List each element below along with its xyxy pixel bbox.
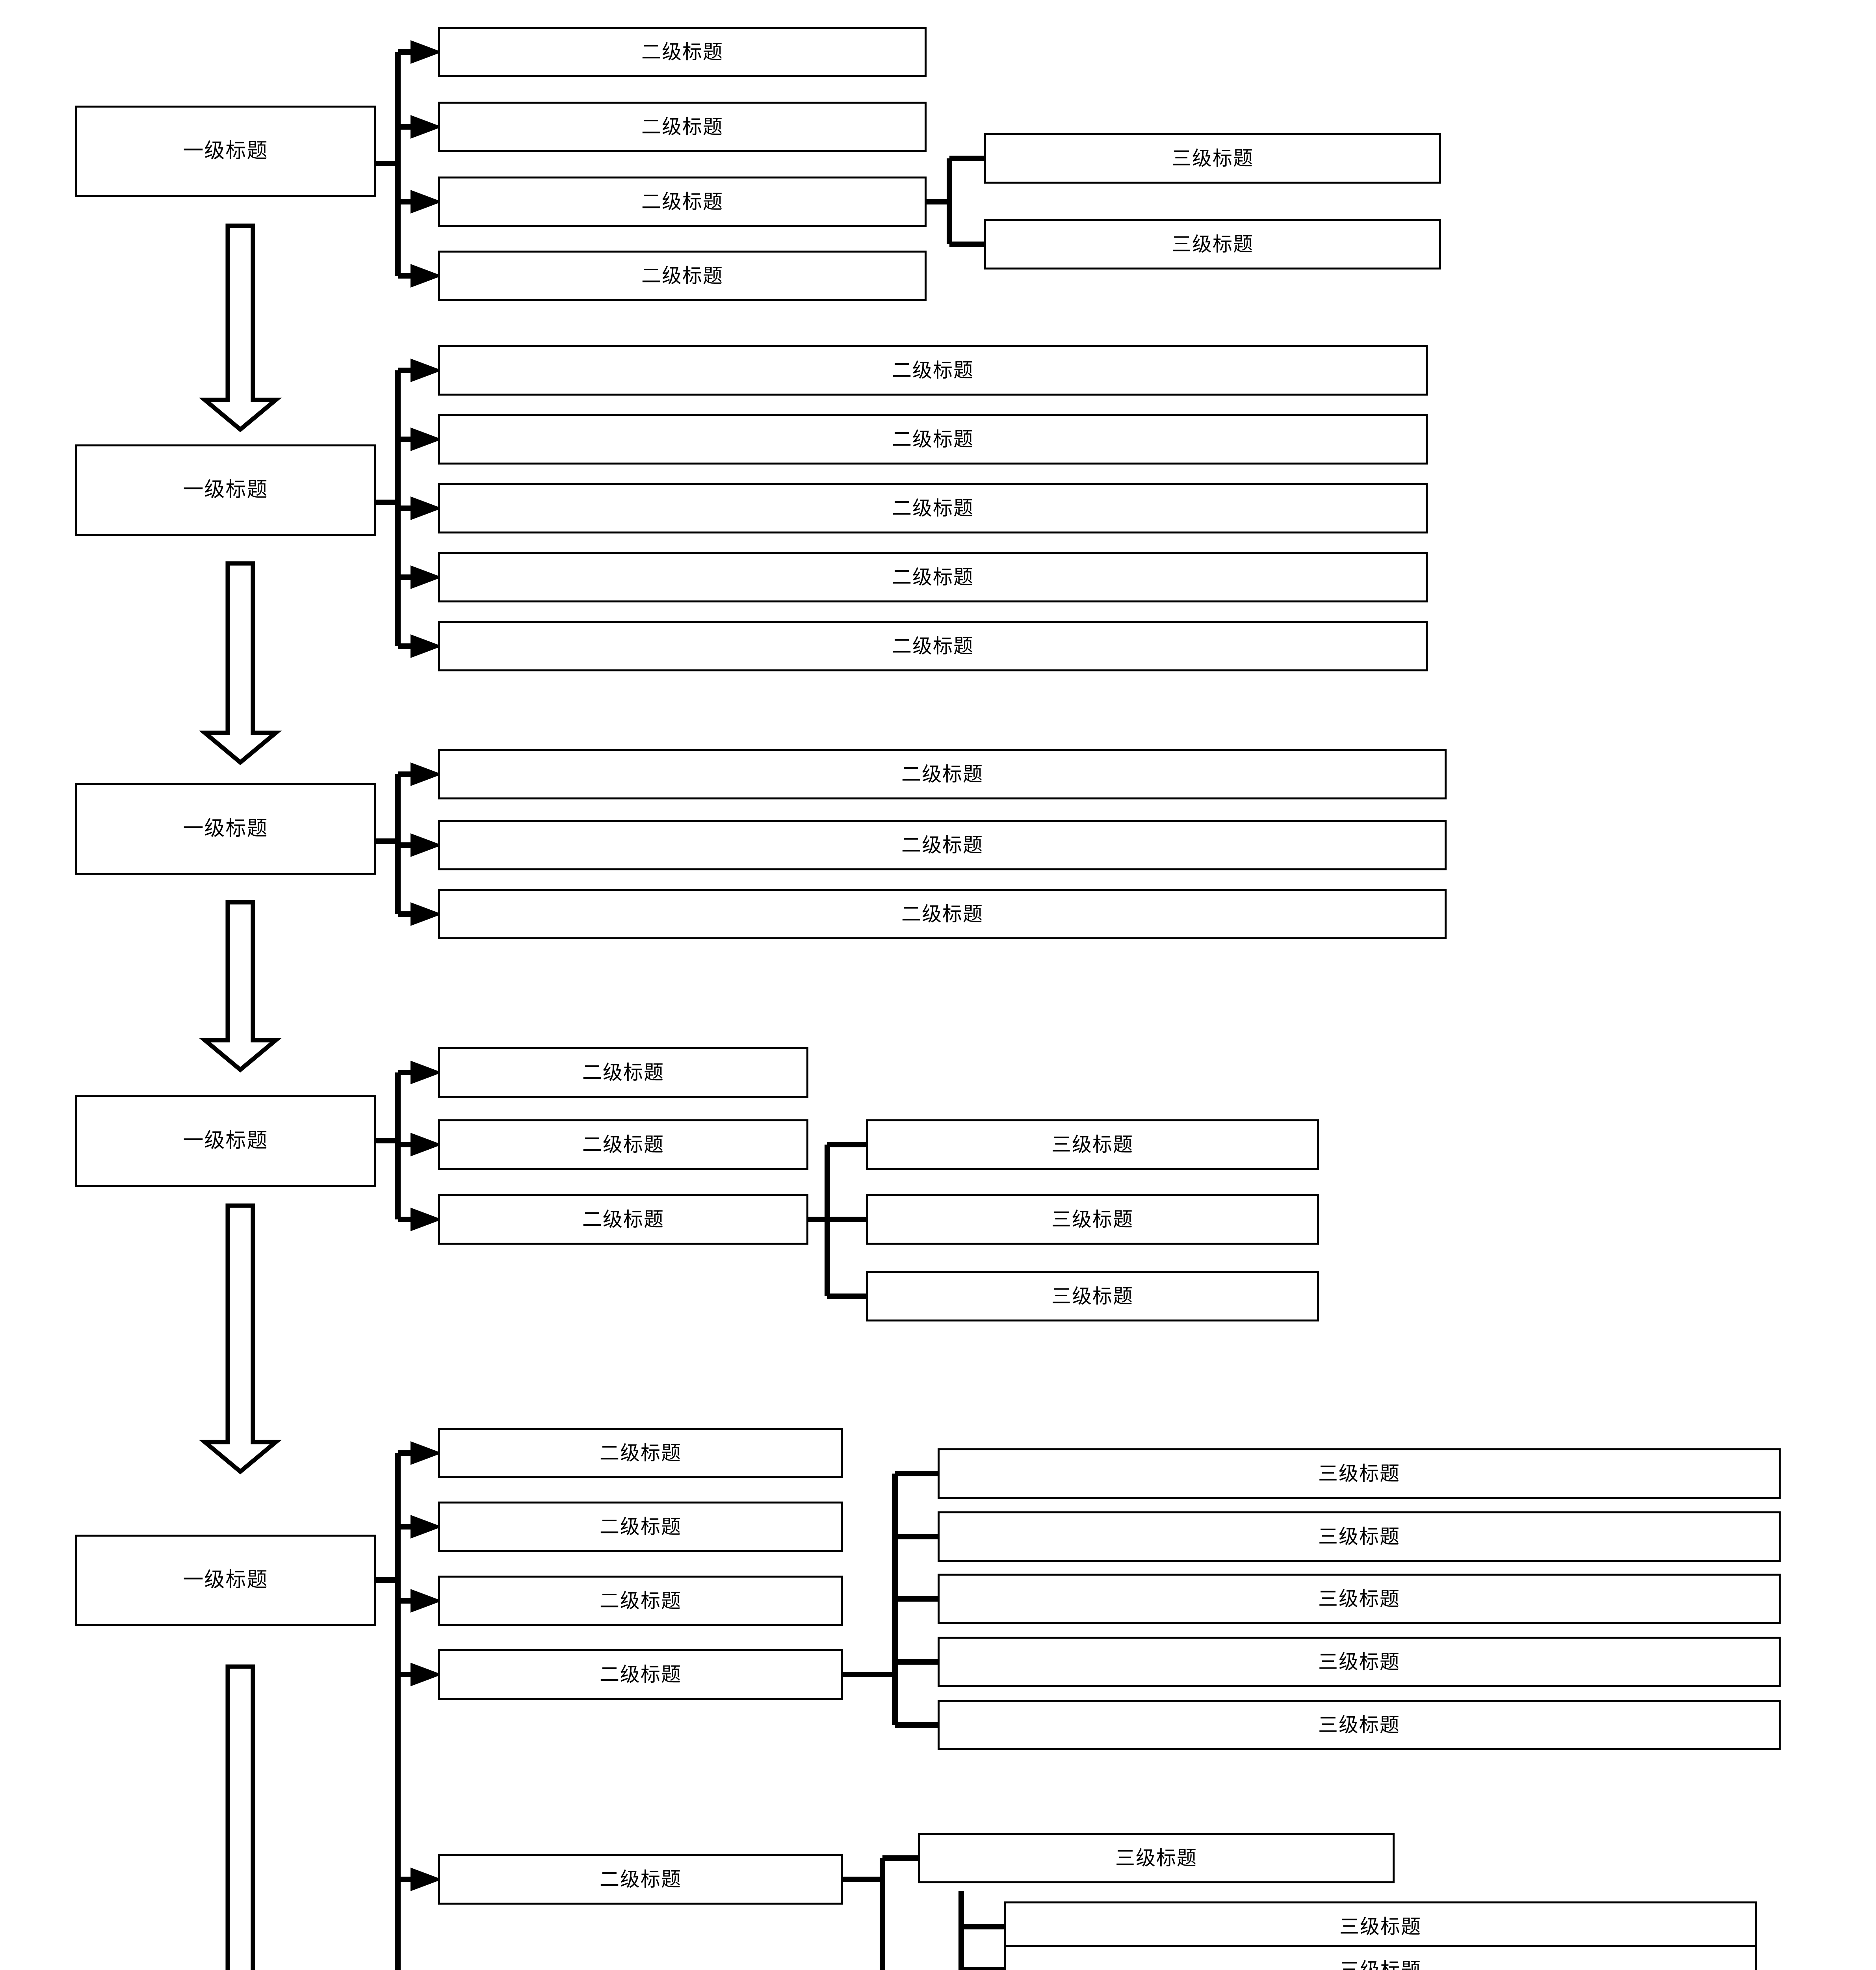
level3-label: 三级标题	[1115, 1846, 1197, 1870]
level2-label: 二级标题	[901, 833, 983, 857]
level2-label: 二级标题	[892, 359, 974, 382]
level3-box-s5b-1[interactable]: 三级标题	[1004, 1901, 1757, 1952]
level2-box-s3-3[interactable]: 二级标题	[438, 889, 1447, 939]
level2-label: 二级标题	[641, 40, 723, 63]
level3-label: 三级标题	[1318, 1462, 1400, 1485]
level2-label: 二级标题	[901, 902, 983, 926]
level1-box-2[interactable]: 一级标题	[75, 444, 376, 536]
level2-label: 二级标题	[641, 264, 723, 287]
level1-box-4[interactable]: 一级标题	[75, 1095, 376, 1187]
level2-box-s1-2[interactable]: 二级标题	[438, 102, 927, 152]
level2-label: 二级标题	[582, 1133, 664, 1156]
flow-arrow-4	[199, 1203, 282, 1475]
level3-label: 三级标题	[1172, 147, 1254, 170]
level3-box-s5a-3[interactable]: 三级标题	[938, 1574, 1781, 1624]
level3-label: 三级标题	[1172, 232, 1254, 256]
arrowheads	[410, 40, 442, 1891]
level1-box-1[interactable]: 一级标题	[75, 106, 376, 197]
level3-box-s4-2[interactable]: 三级标题	[866, 1194, 1319, 1245]
level2-box-s2-3[interactable]: 二级标题	[438, 483, 1428, 533]
level3-box-s5a-1[interactable]: 三级标题	[938, 1448, 1781, 1499]
level3-box-s5a-4[interactable]: 三级标题	[938, 1637, 1781, 1687]
level3-label: 三级标题	[1339, 1915, 1421, 1938]
level2-label: 二级标题	[641, 115, 723, 138]
level2-label: 二级标题	[901, 762, 983, 786]
level3-box-s1-1[interactable]: 三级标题	[984, 133, 1441, 184]
level3-label: 三级标题	[1318, 1650, 1400, 1673]
level2-box-s1-4[interactable]: 二级标题	[438, 251, 927, 301]
level3-box-s5a-2[interactable]: 三级标题	[938, 1511, 1781, 1562]
level1-box-5[interactable]: 一级标题	[75, 1535, 376, 1626]
flow-arrow-2	[199, 561, 282, 766]
level1-box-3[interactable]: 一级标题	[75, 783, 376, 875]
level3-label: 三级标题	[1318, 1713, 1400, 1736]
level3-label: 三级标题	[1051, 1133, 1133, 1156]
level1-label: 一级标题	[183, 1129, 268, 1153]
level2-label: 二级标题	[600, 1663, 682, 1686]
level3-label: 三级标题	[1318, 1525, 1400, 1548]
level3-label: 三级标题	[1051, 1284, 1133, 1308]
level3-box-s5b-parent[interactable]: 三级标题	[918, 1833, 1395, 1883]
level2-box-s1-1[interactable]: 二级标题	[438, 27, 927, 77]
level2-label: 二级标题	[600, 1589, 682, 1612]
level2-box-s4-1[interactable]: 二级标题	[438, 1047, 808, 1098]
level1-label: 一级标题	[183, 139, 268, 163]
level2-box-s5-5[interactable]: 二级标题	[438, 1854, 843, 1905]
level2-box-s5-2[interactable]: 二级标题	[438, 1502, 843, 1552]
level3-box-s5b-2[interactable]: 三级标题	[1004, 1945, 1757, 1970]
level2-label: 二级标题	[892, 427, 974, 451]
level2-box-s2-4[interactable]: 二级标题	[438, 552, 1428, 602]
level2-box-s1-3[interactable]: 二级标题	[438, 177, 927, 227]
level1-label: 一级标题	[183, 478, 268, 502]
flow-arrow-1	[199, 223, 282, 433]
level2-label: 二级标题	[892, 496, 974, 520]
level2-label: 二级标题	[582, 1061, 664, 1084]
level2-label: 二级标题	[892, 634, 974, 658]
level2-box-s2-1[interactable]: 二级标题	[438, 345, 1428, 396]
level3-label: 三级标题	[1051, 1208, 1133, 1231]
flow-arrow-5	[225, 1664, 255, 1970]
level3-box-s4-1[interactable]: 三级标题	[866, 1119, 1319, 1170]
level3-label: 三级标题	[1318, 1587, 1400, 1610]
level2-box-s4-3[interactable]: 二级标题	[438, 1194, 808, 1245]
level3-box-s1-2[interactable]: 三级标题	[984, 219, 1441, 269]
level2-label: 二级标题	[641, 190, 723, 213]
level1-label: 一级标题	[183, 1568, 268, 1592]
level2-box-s3-2[interactable]: 二级标题	[438, 820, 1447, 870]
level2-label: 二级标题	[582, 1208, 664, 1231]
level2-box-s2-5[interactable]: 二级标题	[438, 621, 1428, 671]
level2-box-s3-1[interactable]: 二级标题	[438, 749, 1447, 799]
level3-label: 三级标题	[1339, 1958, 1421, 1970]
level2-label: 二级标题	[892, 565, 974, 589]
level1-label: 一级标题	[183, 817, 268, 841]
level2-box-s5-4[interactable]: 二级标题	[438, 1649, 843, 1700]
level2-label: 二级标题	[600, 1515, 682, 1538]
level3-box-s4-3[interactable]: 三级标题	[866, 1271, 1319, 1321]
flow-arrow-3	[199, 900, 282, 1073]
level2-label: 二级标题	[600, 1441, 682, 1464]
level2-label: 二级标题	[600, 1868, 682, 1891]
level2-box-s4-2[interactable]: 二级标题	[438, 1119, 808, 1170]
level2-box-s5-3[interactable]: 二级标题	[438, 1576, 843, 1626]
level3-box-s5a-5[interactable]: 三级标题	[938, 1700, 1781, 1750]
level2-box-s5-1[interactable]: 二级标题	[438, 1428, 843, 1478]
level2-box-s2-2[interactable]: 二级标题	[438, 414, 1428, 465]
